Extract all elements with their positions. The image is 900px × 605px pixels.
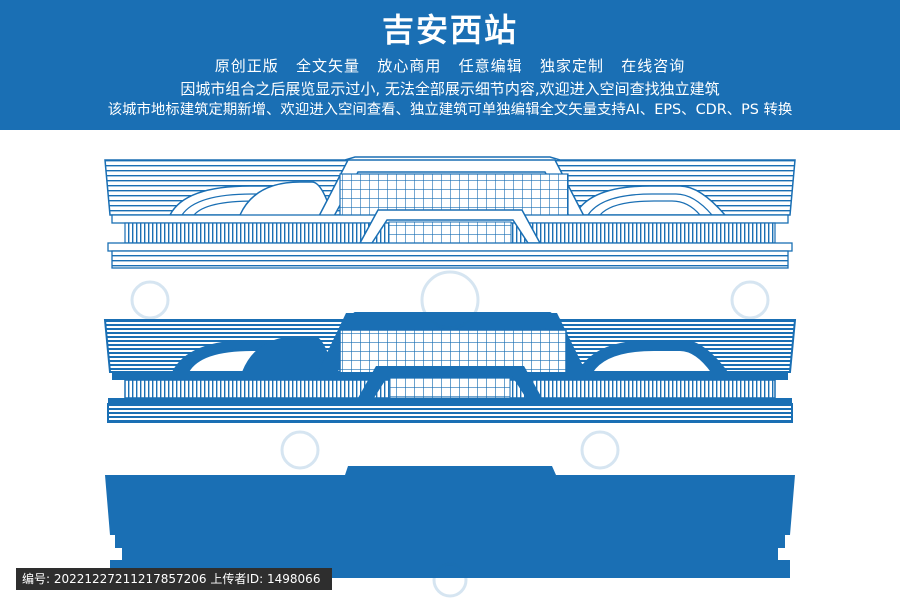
watermark-logo-icon	[130, 270, 770, 598]
station-illustrations	[103, 156, 797, 598]
description-line-1: 因城市组合之后展览显示过小, 无法全部展示细节内容,欢迎进入空间查找独立建筑	[180, 80, 720, 98]
image-id-label: 编号: 20221227211217857206 上传者ID: 1498066	[16, 568, 332, 590]
station-outline-drawing	[104, 156, 796, 269]
station-filled-drawing	[103, 312, 797, 423]
station-silhouette	[105, 466, 795, 578]
page-title: 吉安西站	[381, 11, 518, 49]
header-banner: 吉安西站 原创正版 全文矢量 放心商用 任意编辑 独家定制 在线咨询 因城市组合…	[0, 0, 900, 130]
feature-tagline: 原创正版 全文矢量 放心商用 任意编辑 独家定制 在线咨询	[214, 57, 686, 75]
description-line-2: 该城市地标建筑定期新增、欢迎进入空间查看、独立建筑可单独编辑全文矢量支持AI、E…	[107, 102, 793, 118]
